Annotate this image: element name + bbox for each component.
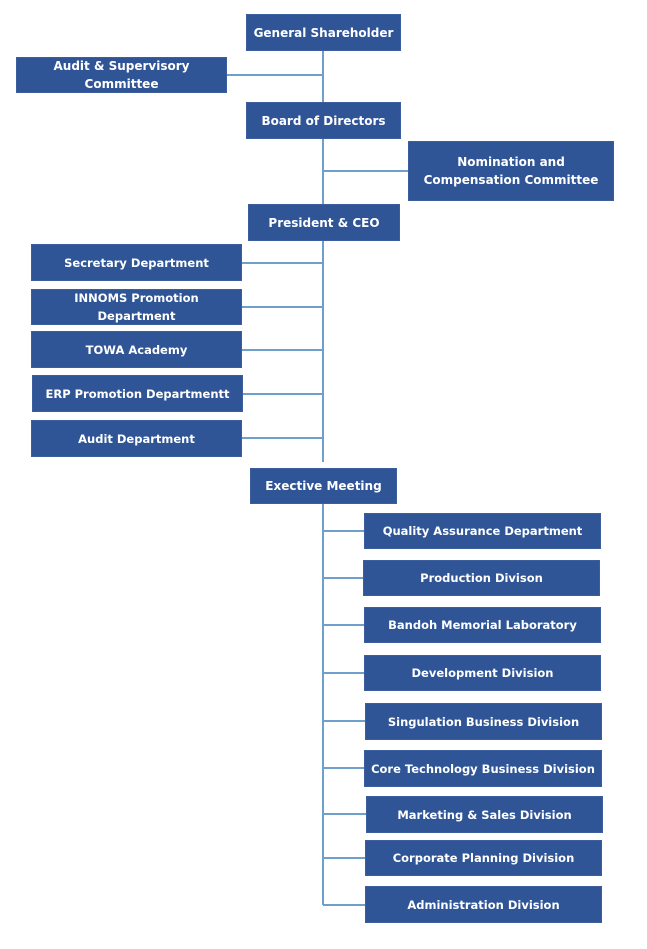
secretary-department-box: Secretary Department: [31, 244, 242, 281]
connector-innoms: [242, 306, 323, 308]
connector-div-6: [323, 767, 365, 769]
administration-division-box: Administration Division: [365, 886, 602, 923]
audit-supervisory-committee-box: Audit & Supervisory Committee: [16, 57, 227, 93]
connector-div-4: [323, 672, 365, 674]
connector-div-9: [323, 904, 366, 906]
board-of-directors-box: Board of Directors: [246, 102, 401, 139]
production-division-box: Production Divison: [363, 560, 600, 596]
towa-academy-box: TOWA Academy: [31, 331, 242, 368]
corporate-planning-division-box: Corporate Planning Division: [365, 840, 602, 876]
connector-div-3: [323, 624, 365, 626]
connector-towa: [242, 349, 323, 351]
president-ceo-box: President & CEO: [248, 204, 400, 241]
development-division-box: Development Division: [364, 655, 601, 691]
connector-div-7: [323, 813, 367, 815]
executive-meeting-box: Exective Meeting: [250, 468, 397, 504]
audit-department-box: Audit Department: [31, 420, 242, 457]
connector-audit-committee: [226, 74, 323, 76]
connector-main-upper: [322, 50, 324, 462]
marketing-sales-division-box: Marketing & Sales Division: [366, 796, 603, 833]
connector-nomination-committee: [323, 170, 409, 172]
bandoh-memorial-laboratory-box: Bandoh Memorial Laboratory: [364, 607, 601, 643]
singulation-business-division-box: Singulation Business Division: [365, 703, 602, 740]
erp-promotion-department-box: ERP Promotion Departmentt: [32, 375, 243, 412]
connector-div-1: [323, 530, 365, 532]
quality-assurance-department-box: Quality Assurance Department: [364, 513, 601, 549]
nomination-compensation-committee-box: Nomination and Compensation Committee: [408, 141, 614, 201]
general-shareholder-box: General Shareholder: [246, 14, 401, 51]
innoms-promotion-department-box: INNOMS Promotion Department: [31, 289, 242, 325]
connector-main-lower: [322, 504, 324, 905]
connector-erp: [243, 393, 323, 395]
connector-secretary: [242, 262, 323, 264]
connector-div-2: [323, 577, 364, 579]
core-technology-business-division-box: Core Technology Business Division: [364, 750, 602, 787]
connector-audit-dept: [242, 437, 323, 439]
connector-div-8: [323, 857, 366, 859]
connector-div-5: [323, 720, 366, 722]
